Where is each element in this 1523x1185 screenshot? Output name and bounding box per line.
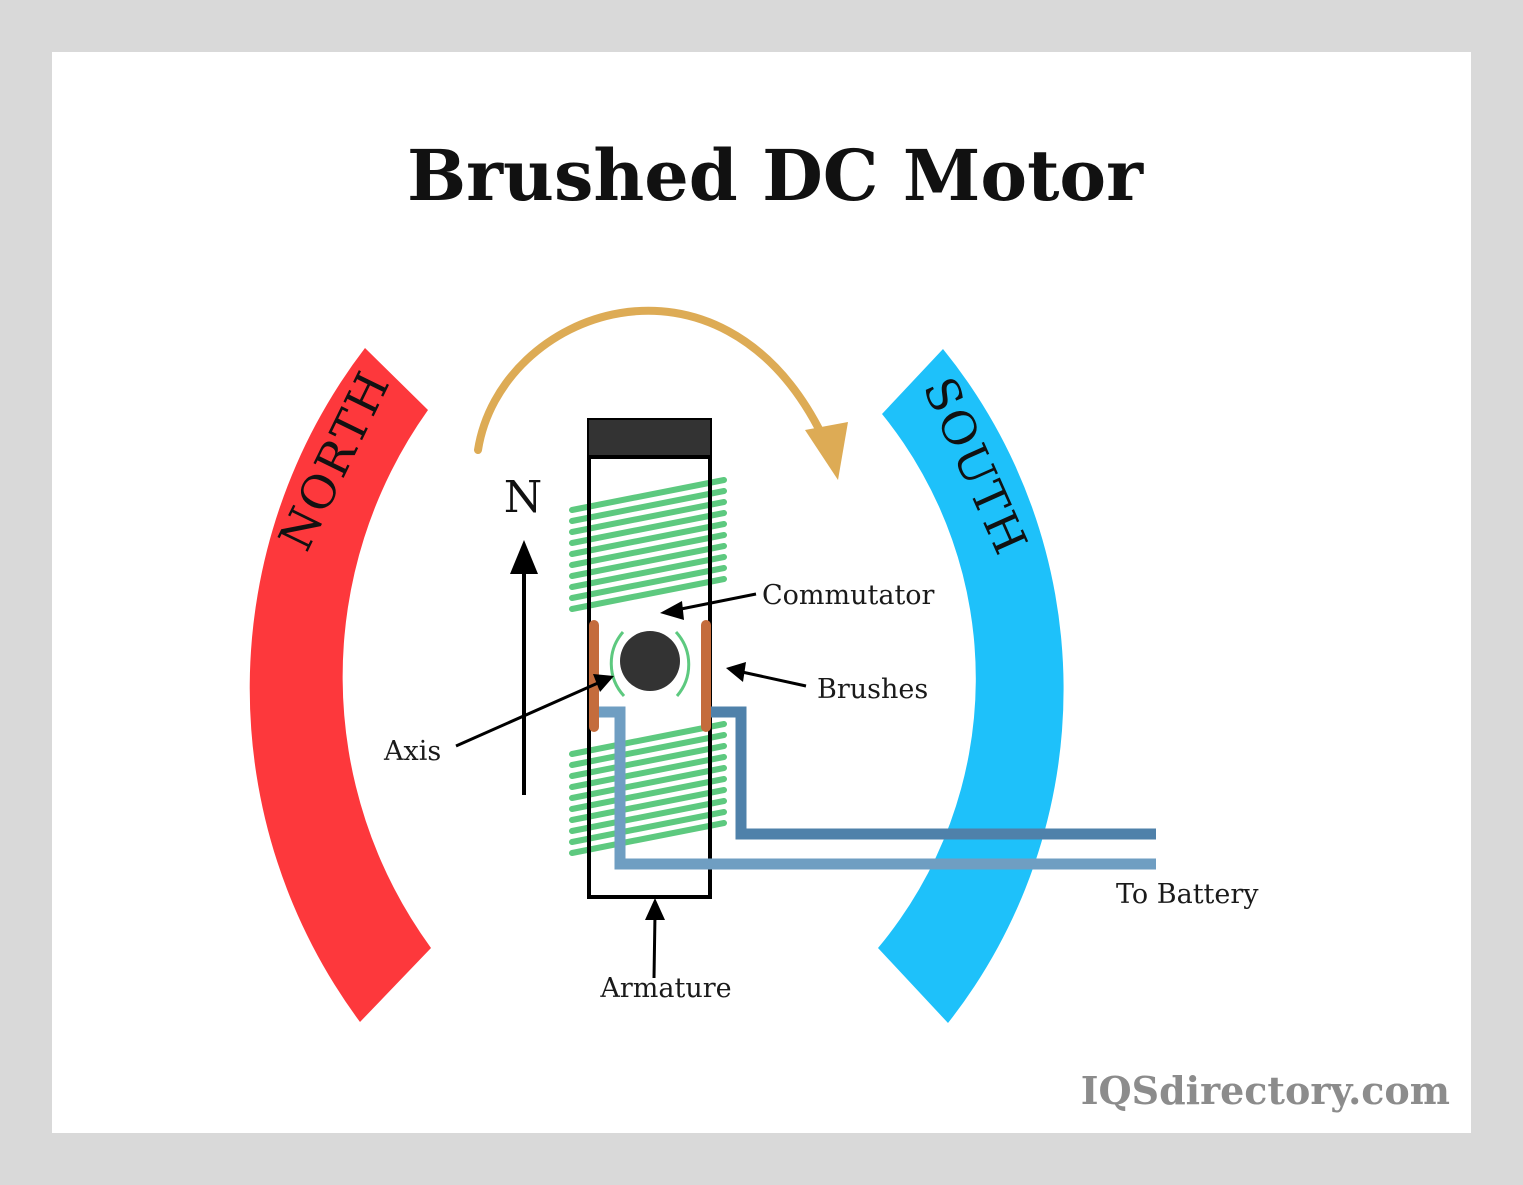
- coil-winding: [569, 776, 727, 812]
- field-direction-label: N: [504, 472, 543, 523]
- coil-winding: [569, 809, 727, 845]
- coil-winding: [569, 721, 727, 757]
- coil-winding: [569, 732, 727, 768]
- coil-winding: [569, 477, 727, 513]
- rotation-arrow: [474, 306, 826, 454]
- armature-cap: [589, 420, 710, 457]
- axis-pointer: [455, 681, 599, 748]
- armature-label: Armature: [599, 973, 731, 1004]
- coil-winding: [569, 554, 727, 590]
- north-pole-magnet: [249, 348, 431, 1022]
- axis-pointer-head-icon: [593, 674, 614, 692]
- brand-watermark: IQSdirectory.com: [1081, 1068, 1450, 1113]
- brushes-pointer-head-icon: [726, 662, 746, 682]
- coil-winding: [569, 543, 727, 579]
- battery-label: To Battery: [1116, 879, 1259, 910]
- armature-coil-lower: [569, 721, 727, 856]
- commutator-arc-right: [674, 630, 691, 697]
- coil-winding: [569, 787, 727, 823]
- coil-winding: [569, 510, 727, 546]
- armature-pointer-head-icon: [645, 898, 665, 920]
- coil-winding: [569, 521, 727, 557]
- coil-winding: [569, 743, 727, 779]
- commutator-pointer-head-icon: [660, 601, 684, 620]
- coil-winding: [569, 765, 727, 801]
- rotation-arrow-head-icon: [805, 422, 848, 480]
- axis-shaft: [620, 631, 680, 691]
- commutator-arc-left: [609, 631, 626, 698]
- commutator-pointer: [675, 592, 757, 612]
- armature-coil-upper: [569, 477, 727, 612]
- brushes-pointer: [741, 670, 807, 688]
- coil-winding: [569, 754, 727, 790]
- brushes-label: Brushes: [817, 674, 928, 705]
- coil-winding: [569, 532, 727, 568]
- battery-wire-dark: [707, 706, 1156, 840]
- page-title: Brushed DC Motor: [407, 134, 1144, 217]
- field-arrow-head-icon: [510, 540, 538, 574]
- coil-winding: [569, 565, 727, 601]
- coil-winding: [569, 798, 727, 834]
- coil-winding: [569, 820, 727, 856]
- armature-pointer: [652, 913, 657, 979]
- coil-winding: [569, 499, 727, 535]
- axis-label: Axis: [383, 736, 441, 767]
- coil-winding: [569, 576, 727, 612]
- commutator-label: Commutator: [762, 580, 935, 611]
- brush-right: [701, 620, 711, 732]
- coil-winding: [569, 488, 727, 524]
- south-pole-magnet: [878, 349, 1064, 1023]
- battery-wire-light: [596, 706, 1156, 870]
